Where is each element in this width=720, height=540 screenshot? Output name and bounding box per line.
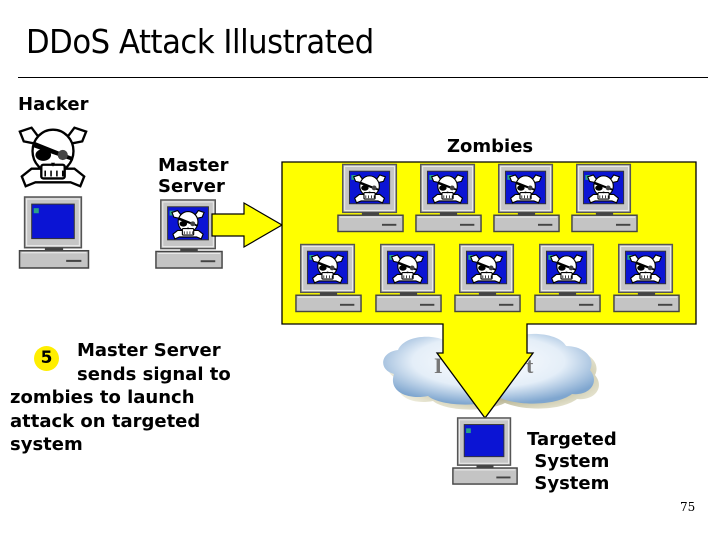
step-line: zombies to launch — [10, 387, 195, 408]
targeted-system-label: Targeted System System — [527, 429, 617, 495]
zombie-computer-icon — [416, 165, 481, 232]
targeted-label-line3: System — [534, 473, 610, 494]
master-server-label-line1: Master — [158, 155, 229, 176]
zombie-computer-icon — [338, 165, 403, 232]
master-to-zombies-arrow — [211, 201, 284, 249]
zombie-computer-icon — [296, 245, 361, 312]
step-line: attack on targeted — [10, 410, 201, 432]
title-divider — [18, 77, 708, 78]
zombie-computer-icon — [572, 165, 637, 232]
step-line: Master Server — [77, 340, 221, 361]
step-description: Master Server sends signal to zombies to… — [10, 339, 240, 457]
zombie-computer-icon — [614, 245, 679, 312]
step-line: sends signal to — [77, 363, 231, 385]
zombie-computer-icon — [535, 245, 600, 312]
cloud-text-partial-left: I — [434, 353, 443, 378]
hacker-computer-icon — [18, 196, 90, 269]
targeted-system-computer-icon — [452, 417, 518, 485]
hacker-label: Hacker — [18, 94, 89, 115]
step-number-badge: 5 — [34, 346, 59, 371]
zombie-computer-icon — [455, 245, 520, 312]
targeted-label-line1: Targeted — [527, 429, 617, 450]
zombies-label: Zombies — [447, 136, 534, 157]
slide-title: DDoS Attack Illustrated — [26, 22, 374, 61]
page-number: 75 — [680, 500, 696, 514]
targeted-label-line2: System — [534, 451, 610, 472]
hacker-skull-crossbones-icon — [18, 126, 88, 188]
zombie-computer-icon — [494, 165, 559, 232]
master-server-label-line2: Server — [158, 176, 225, 197]
zombie-computer-icon — [376, 245, 441, 312]
step-line: system — [10, 434, 83, 455]
zombies-bottom-row — [296, 245, 679, 312]
master-server-label: Master Server — [158, 155, 228, 197]
cloud-text-partial-right: t — [526, 353, 534, 378]
